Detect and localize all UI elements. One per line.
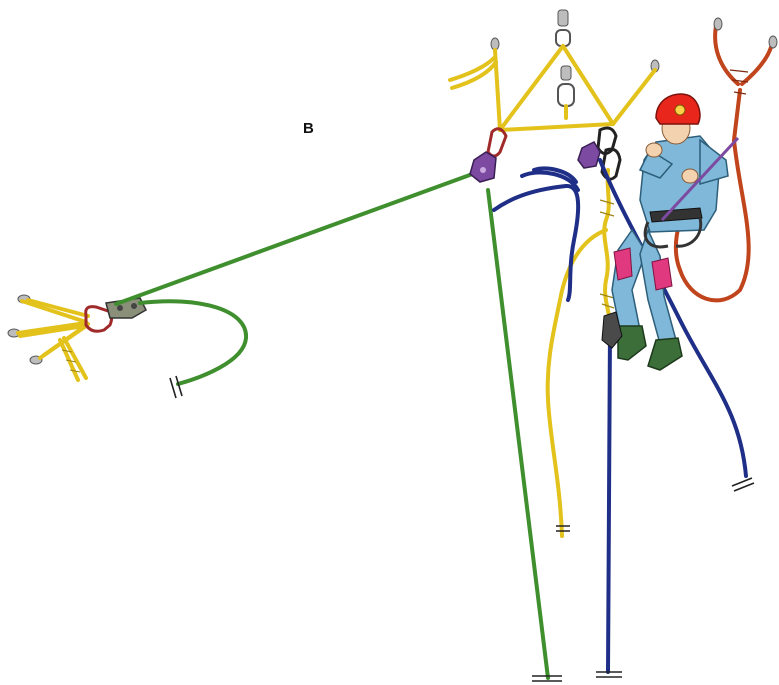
yellow-rope [548, 170, 611, 536]
headlamp-icon [675, 105, 685, 115]
hanger-icon [491, 10, 659, 106]
caver-figure [602, 94, 738, 370]
rope-end-icon [170, 376, 562, 681]
figure-label: B [303, 120, 314, 137]
left-anchor [8, 295, 146, 380]
boot [648, 338, 682, 370]
hanger-icon [714, 18, 777, 48]
top-anchor [450, 10, 659, 179]
rope-end-icon [596, 478, 754, 677]
green-rope [116, 172, 548, 678]
boot [618, 326, 646, 360]
blue-rope [494, 160, 746, 672]
descender-icon [578, 142, 600, 168]
descender-icon [470, 152, 496, 182]
yellow-sling [18, 300, 88, 380]
carabiner-icon [488, 129, 506, 156]
